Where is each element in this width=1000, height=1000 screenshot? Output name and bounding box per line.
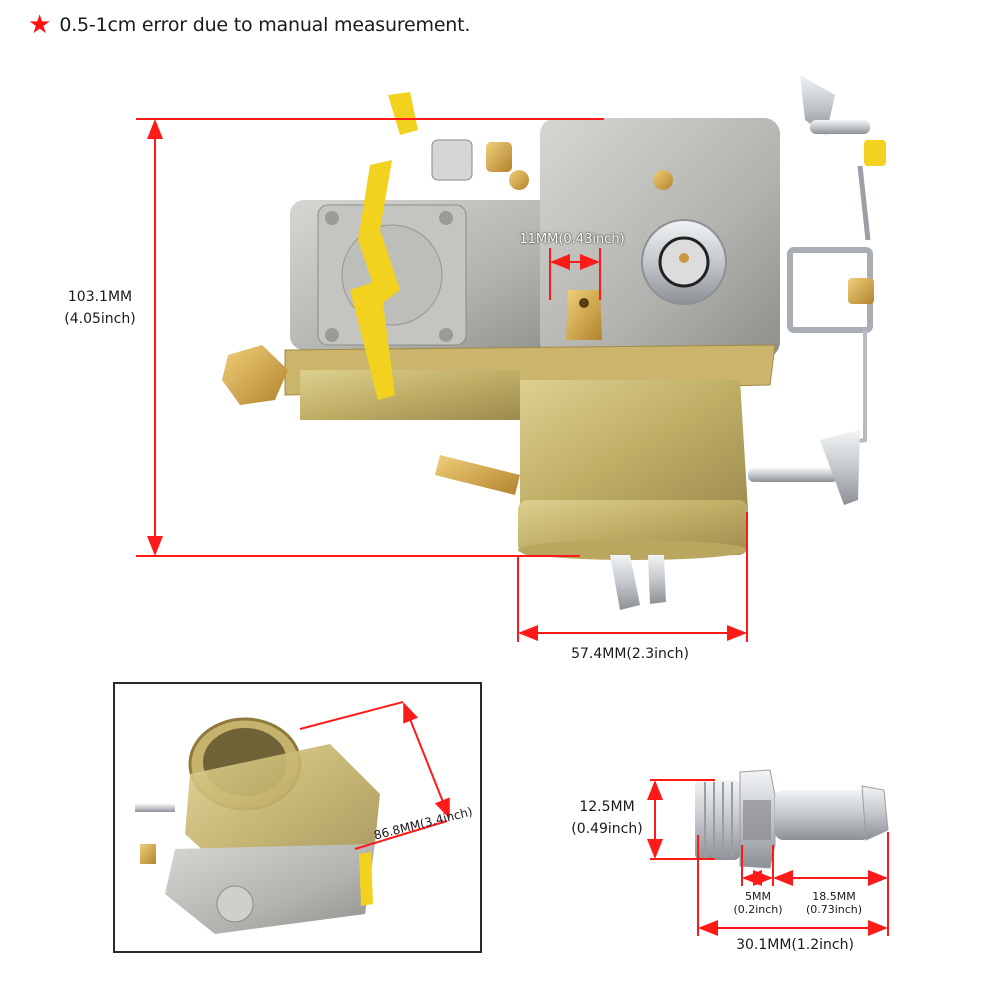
measurement-note: ★ 0.5-1cm error due to manual measuremen… bbox=[28, 12, 470, 38]
total-length-label: 30.1MM(1.2inch) bbox=[736, 937, 854, 953]
inlet-label: 11MM(0.43inch) bbox=[519, 232, 625, 247]
thread-diameter-mm: 12.5MM bbox=[579, 799, 635, 815]
carburetor-lower-body bbox=[222, 344, 838, 610]
base-width-label: 57.4MM(2.3inch) bbox=[571, 646, 689, 662]
thread-diameter-label: 12.5MM (0.49inch) bbox=[562, 796, 652, 840]
barb-length-inch: (0.73inch) bbox=[805, 903, 863, 916]
hex-width-mm: 5MM bbox=[745, 890, 771, 903]
hex-width-label: 5MM (0.2inch) bbox=[726, 890, 790, 916]
barb-length-mm: 18.5MM bbox=[812, 890, 856, 903]
inlet-dimension bbox=[549, 248, 601, 300]
thread-diameter-inch: (0.49inch) bbox=[571, 821, 643, 837]
height-mm: 103.1MM bbox=[67, 289, 133, 305]
hex-width-inch: (0.2inch) bbox=[733, 903, 783, 916]
star-icon: ★ bbox=[28, 10, 52, 40]
barb-length-label: 18.5MM (0.73inch) bbox=[794, 890, 874, 916]
height-label: 103.1MM (4.05inch) bbox=[40, 286, 160, 330]
note-text: 0.5-1cm error due to manual measurement. bbox=[59, 14, 471, 36]
carburetor-angled-image bbox=[135, 701, 450, 934]
base-width-dimension bbox=[517, 512, 748, 642]
height-inch: (4.05inch) bbox=[64, 311, 136, 327]
carburetor-linkage bbox=[787, 75, 886, 505]
height-dimension bbox=[136, 118, 604, 557]
inset-angled-view: 86.8MM(3.4inch) bbox=[113, 682, 482, 953]
choke-lever bbox=[350, 92, 418, 400]
